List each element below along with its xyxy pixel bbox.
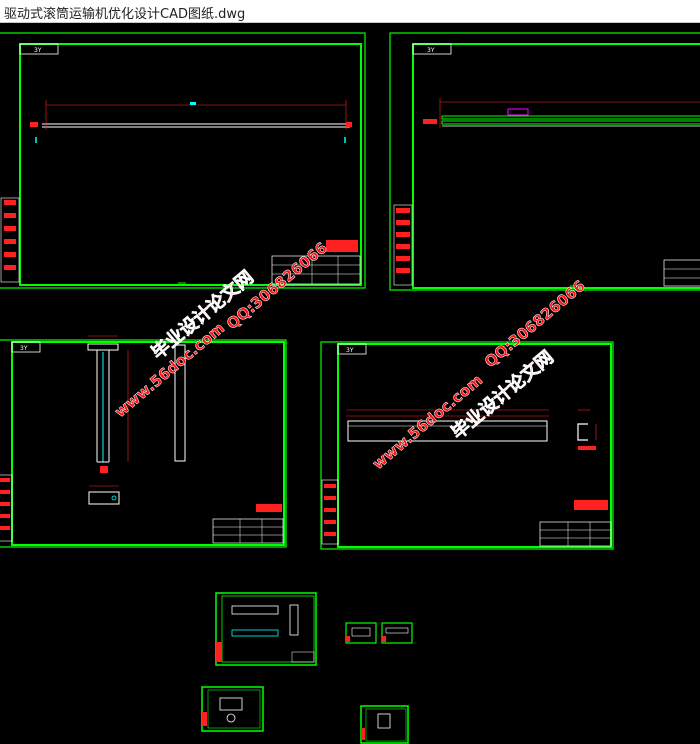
drawing-sheet-9[interactable] <box>360 705 409 744</box>
drawing-sheet-4[interactable]: 3Y <box>320 341 614 550</box>
drawing-sheet-6[interactable] <box>345 622 377 644</box>
drawing-sheet-8[interactable] <box>201 686 264 732</box>
window-title: 驱动式滚筒运输机优化设计CAD图纸.dwg <box>4 7 246 22</box>
sheet-tag: 3Y <box>427 47 435 54</box>
drawing-sheet-3[interactable]: 3Y <box>0 335 287 548</box>
drawing-sheet-7[interactable] <box>381 622 413 644</box>
sheet-tag: 3Y <box>34 47 42 54</box>
cad-canvas[interactable]: 3Y 3Y <box>0 23 700 744</box>
watermark-left: 毕业设计论文网 www.56doc.com QQ:306826066 <box>111 238 331 421</box>
sheet-tag: 3Y <box>346 347 354 354</box>
sheet-tag: 3Y <box>20 345 28 352</box>
window-titlebar: 驱动式滚筒运输机优化设计CAD图纸.dwg <box>0 0 700 23</box>
drawing-sheet-5[interactable] <box>215 592 317 666</box>
drawing-sheet-1[interactable]: 3Y <box>0 32 366 289</box>
drawing-sheet-2[interactable]: 3Y <box>389 32 700 291</box>
watermark-right: 毕业设计论文网 www.56doc.com QQ:306826066 <box>369 276 589 473</box>
drawing-surface: 3Y 3Y <box>0 32 700 744</box>
